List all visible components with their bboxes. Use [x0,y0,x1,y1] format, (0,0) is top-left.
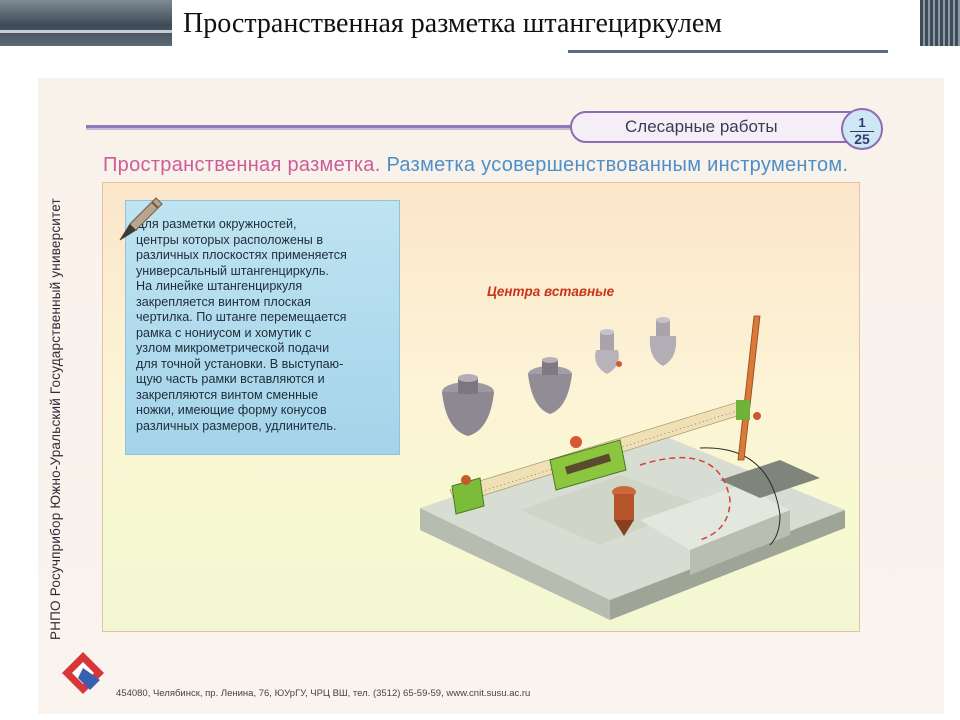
poster-heading: Пространственная разметка. Разметка усов… [103,154,848,177]
page-badge-top: 1 [858,115,866,130]
cone-3 [595,329,622,374]
title-underline [568,50,888,53]
poster-vertical-text: РНПО Росучприбор Южно-Уральский Государс… [48,198,63,640]
insert-center [612,486,636,536]
page-badge-bottom: 25 [850,131,874,146]
heading-part-1: Пространственная разметка. [103,154,381,176]
cone-2 [528,357,572,414]
caliper-illustration [420,315,845,620]
fine-adjust-clamp [451,475,485,515]
callout-label: Центра вставные [487,284,615,299]
description-text: Для разметки окружностей, центры которых… [136,217,347,433]
logo-icon [62,652,104,694]
header-rail [86,125,586,128]
section-pill [570,111,866,143]
scribed-arc [639,457,731,541]
base-block [420,430,845,620]
header-rail-shadow [86,128,586,130]
decor-stripe-left [0,0,172,46]
slide-title: Пространственная разметка штангециркулем [183,8,722,39]
footer-address: 454080, Челябинск, пр. Ленина, 76, ЮУрГУ… [116,688,531,699]
description-box [125,200,400,455]
cone-4 [649,317,677,366]
pen-icon [119,197,163,241]
section-label: Слесарные работы [625,117,778,136]
cone-1 [442,374,494,436]
scriber [736,315,761,461]
page-badge: 1 25 [841,108,883,150]
decor-stripe-right [920,0,960,46]
vernier-frame [549,436,627,491]
scribed-circle [699,447,781,546]
heading-part-2: Разметка усовершенствованным инструменто… [386,154,849,176]
